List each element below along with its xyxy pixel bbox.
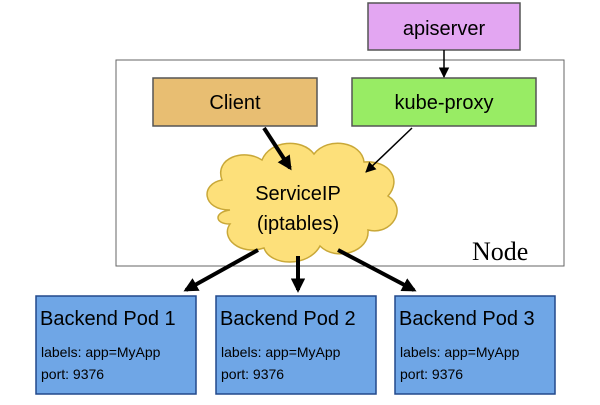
pod-labels: labels: app=MyApp [41,344,161,360]
node-label: Node [472,237,528,266]
pod-title: Backend Pod 1 [40,308,176,330]
pod-labels: labels: app=MyApp [400,344,520,360]
arrow-service-to-pod-1 [183,248,259,292]
arrow-service-to-pod-3 [337,248,417,292]
backend-pod-2[interactable]: Backend Pod 2 labels: app=MyApp port: 93… [215,295,377,395]
client-label: Client [209,92,261,114]
apiserver-box[interactable] [367,2,521,51]
backend-pod-1[interactable]: Backend Pod 1 labels: app=MyApp port: 93… [35,295,197,395]
pod-box [215,295,377,395]
kube-proxy-label: kube-proxy [395,92,494,114]
pod-box [394,295,556,395]
service-ip-cloud[interactable] [206,142,398,263]
pod-port: port: 9376 [400,366,463,382]
pod-title: Backend Pod 3 [399,308,535,330]
service-iptables-label: (iptables) [257,213,339,235]
pod-port: port: 9376 [41,366,104,382]
pod-port: port: 9376 [221,366,284,382]
pod-box [35,295,197,395]
pod-labels: labels: app=MyApp [221,344,341,360]
arrow-kube-proxy-to-service [365,127,413,173]
backend-pod-3[interactable]: Backend Pod 3 labels: app=MyApp port: 93… [394,295,556,395]
apiserver-label: apiserver [403,18,486,40]
service-ip-label: ServiceIP [255,183,341,205]
client-box[interactable] [152,77,318,127]
arrow-client-to-service [262,126,292,171]
kube-proxy-box[interactable] [351,77,537,127]
pod-title: Backend Pod 2 [220,308,356,330]
